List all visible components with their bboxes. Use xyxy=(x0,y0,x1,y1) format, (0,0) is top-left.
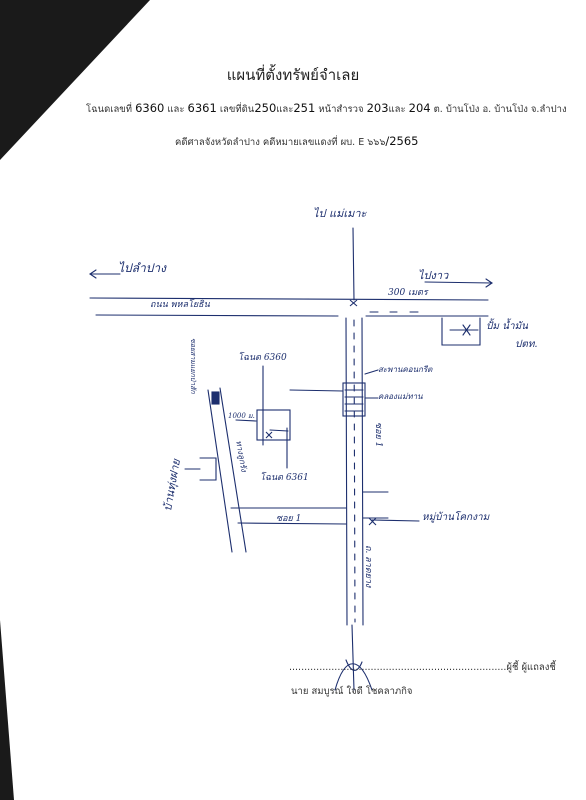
soi-1-bottom-edge xyxy=(237,522,347,525)
and-2: และ xyxy=(276,104,294,115)
south-arrow-curve xyxy=(345,659,363,671)
west-lane-edge-2 xyxy=(219,387,247,553)
map-label-west-direction: ไปลำปาง xyxy=(118,261,166,275)
map-label-east-village: หมู่บ้านโคกงาม xyxy=(422,512,490,523)
map-label-bridge: สะพานคอนกรีต xyxy=(378,365,433,374)
south-arrow-line xyxy=(351,624,355,691)
land-prefix: เลขที่ดิน xyxy=(219,104,255,115)
west-lane-marker xyxy=(211,391,220,405)
map-label-north-road: ไป แม่เมาะ xyxy=(313,207,367,220)
map-label-deed-6361: โฉนด 6361 xyxy=(260,473,309,483)
deed-number-b: 6361 xyxy=(187,101,217,115)
deed-number-a: 6360 xyxy=(135,101,165,115)
east-arrow-line xyxy=(424,281,493,284)
location: ต. บ้านโป่ง อ. บ้านโป่ง จ.ลำปาง xyxy=(433,104,567,115)
main-road-bottom-edge-west xyxy=(95,314,339,317)
land-number-b: 251 xyxy=(293,101,316,115)
signature-stroke xyxy=(334,663,373,691)
map-label-gas-station-2: ปตท. xyxy=(515,339,538,350)
south-road-east-edge xyxy=(361,317,364,626)
map-label-gas-station: ปั้ม น้ำมัน xyxy=(486,321,528,332)
signature-line: ........................................… xyxy=(289,662,556,673)
map-label-south-road: ถ. ลาดยาง xyxy=(363,545,373,588)
court-case-line: คดีศาลจังหวัดลำปาง คดีหมายเลขแดงที่ ผบ. … xyxy=(175,134,419,150)
south-road-west-edge xyxy=(345,317,348,626)
deed-prefix: โฉนดเลขที่ xyxy=(86,104,133,115)
map-label-deed-6360: โฉนด 6360 xyxy=(238,353,287,363)
map-label-east-direction: ไปงาว xyxy=(418,269,449,282)
west-lane-edge-1 xyxy=(207,389,233,553)
deed-info-line: โฉนดเลขที่ 6360 และ 6361 เลขที่ดิน250และ… xyxy=(86,101,567,117)
map-label-distance-1000: 1000 ม. xyxy=(228,412,255,420)
court-number: ๖๖๖ xyxy=(367,137,386,148)
signature-name-prefix: นาย xyxy=(291,686,309,697)
map-label-canal: คลองแม่ทาน xyxy=(378,392,423,401)
signature-name-line: นาย สมบูรณ์ ใจดี โชคลาภกิจ xyxy=(291,684,413,699)
east-arrow-head xyxy=(485,278,493,288)
survey-number-a: 203 xyxy=(366,101,389,115)
court-year: /2565 xyxy=(385,134,419,148)
map-label-west-lane-top: ซอยสามแยกป่าสัก xyxy=(189,338,197,394)
land-number-a: 250 xyxy=(254,101,277,115)
map-label-distance-300: 300 เมตร xyxy=(388,288,428,298)
court-prefix: คดีศาลจังหวัดลำปาง คดีหมายเลขแดงที่ ผบ. … xyxy=(175,137,365,148)
gas-station-box xyxy=(441,317,481,346)
survey-number-b: 204 xyxy=(408,101,431,115)
document-title: แผนที่ตั้งทรัพย์จำเลย xyxy=(226,66,360,84)
main-road-top-edge xyxy=(89,297,489,301)
signature-name: สมบูรณ์ ใจดี โชคลาภกิจ xyxy=(311,686,413,697)
plot-boundary xyxy=(256,409,291,441)
map-label-lane-west: ซอย 1 xyxy=(276,514,302,524)
west-arrow-head xyxy=(89,269,97,279)
and-3: และ xyxy=(388,104,406,115)
bridge-box xyxy=(342,382,366,417)
map-label-lane-south: ซอย 1 xyxy=(373,422,383,448)
south-road-centerline xyxy=(353,319,356,623)
and-1: และ xyxy=(167,104,185,115)
west-village-box xyxy=(199,457,217,481)
north-road-line xyxy=(352,227,355,301)
survey-prefix: หน้าสำรวจ xyxy=(318,104,364,115)
canal-line-west xyxy=(289,389,344,392)
map-label-main-road: ถนน พหลโยธิน xyxy=(150,300,210,310)
